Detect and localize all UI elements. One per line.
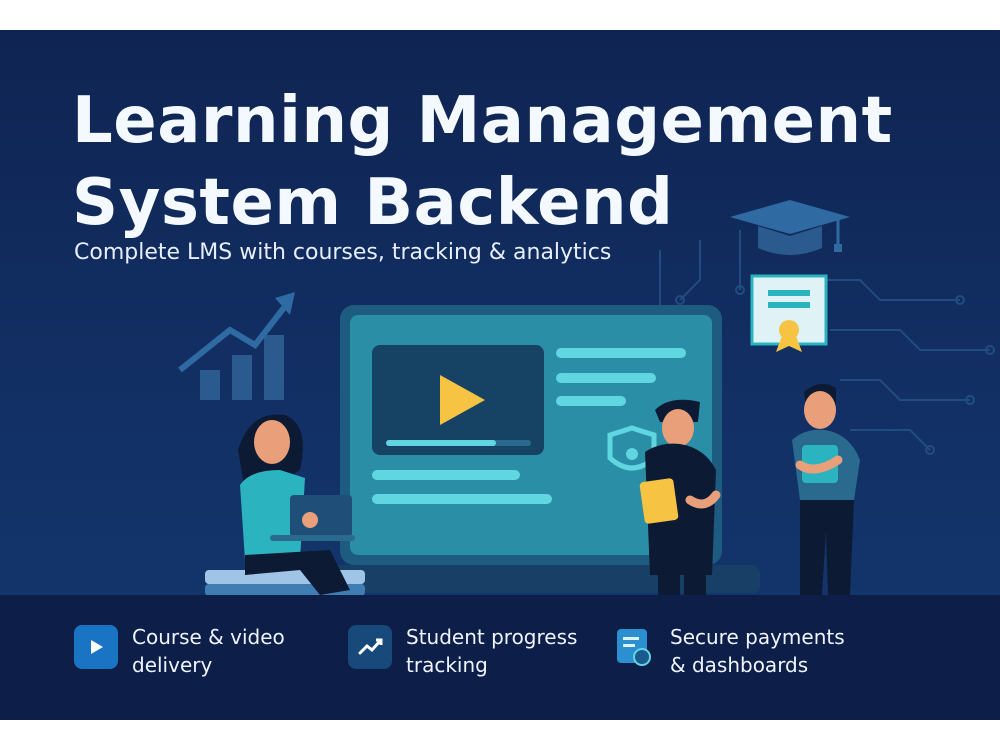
- subtitle: Complete LMS with courses, tracking & an…: [74, 240, 612, 265]
- student-woman-icon: [238, 414, 355, 595]
- graduation-cap-icon: [730, 200, 850, 255]
- feature-course-delivery: Course & video delivery: [74, 625, 285, 679]
- certificate-icon: [750, 274, 828, 352]
- administrator-man-icon: [792, 383, 860, 595]
- instructor-man-icon: [639, 399, 721, 595]
- feature-label: Course & video delivery: [132, 625, 285, 677]
- laptop-screen: [260, 305, 760, 593]
- growth-chart-icon: [178, 292, 295, 400]
- lms-illustration: [178, 200, 995, 596]
- feature-label: Secure payments & dashboards: [670, 625, 845, 677]
- play-icon: [74, 625, 118, 669]
- feature-progress-tracking: Student progress tracking: [348, 625, 577, 679]
- trend-chart-icon: [348, 625, 392, 669]
- certificate-icon: [612, 625, 656, 669]
- play-icon: [440, 375, 485, 425]
- feature-secure-payments: Secure payments & dashboards: [612, 625, 845, 679]
- page-title: Learning Management System Backend: [72, 80, 893, 244]
- title-line-1: Learning Management: [72, 84, 893, 158]
- feature-label: Student progress tracking: [406, 625, 578, 677]
- circuit-lines-icon: [659, 230, 995, 455]
- title-line-2: System Backend: [72, 166, 674, 240]
- feature-footer: Course & video delivery Student progress…: [0, 595, 1000, 720]
- hero-banner: Learning Management System Backend Compl…: [0, 30, 1000, 720]
- shield-icon: [607, 425, 657, 471]
